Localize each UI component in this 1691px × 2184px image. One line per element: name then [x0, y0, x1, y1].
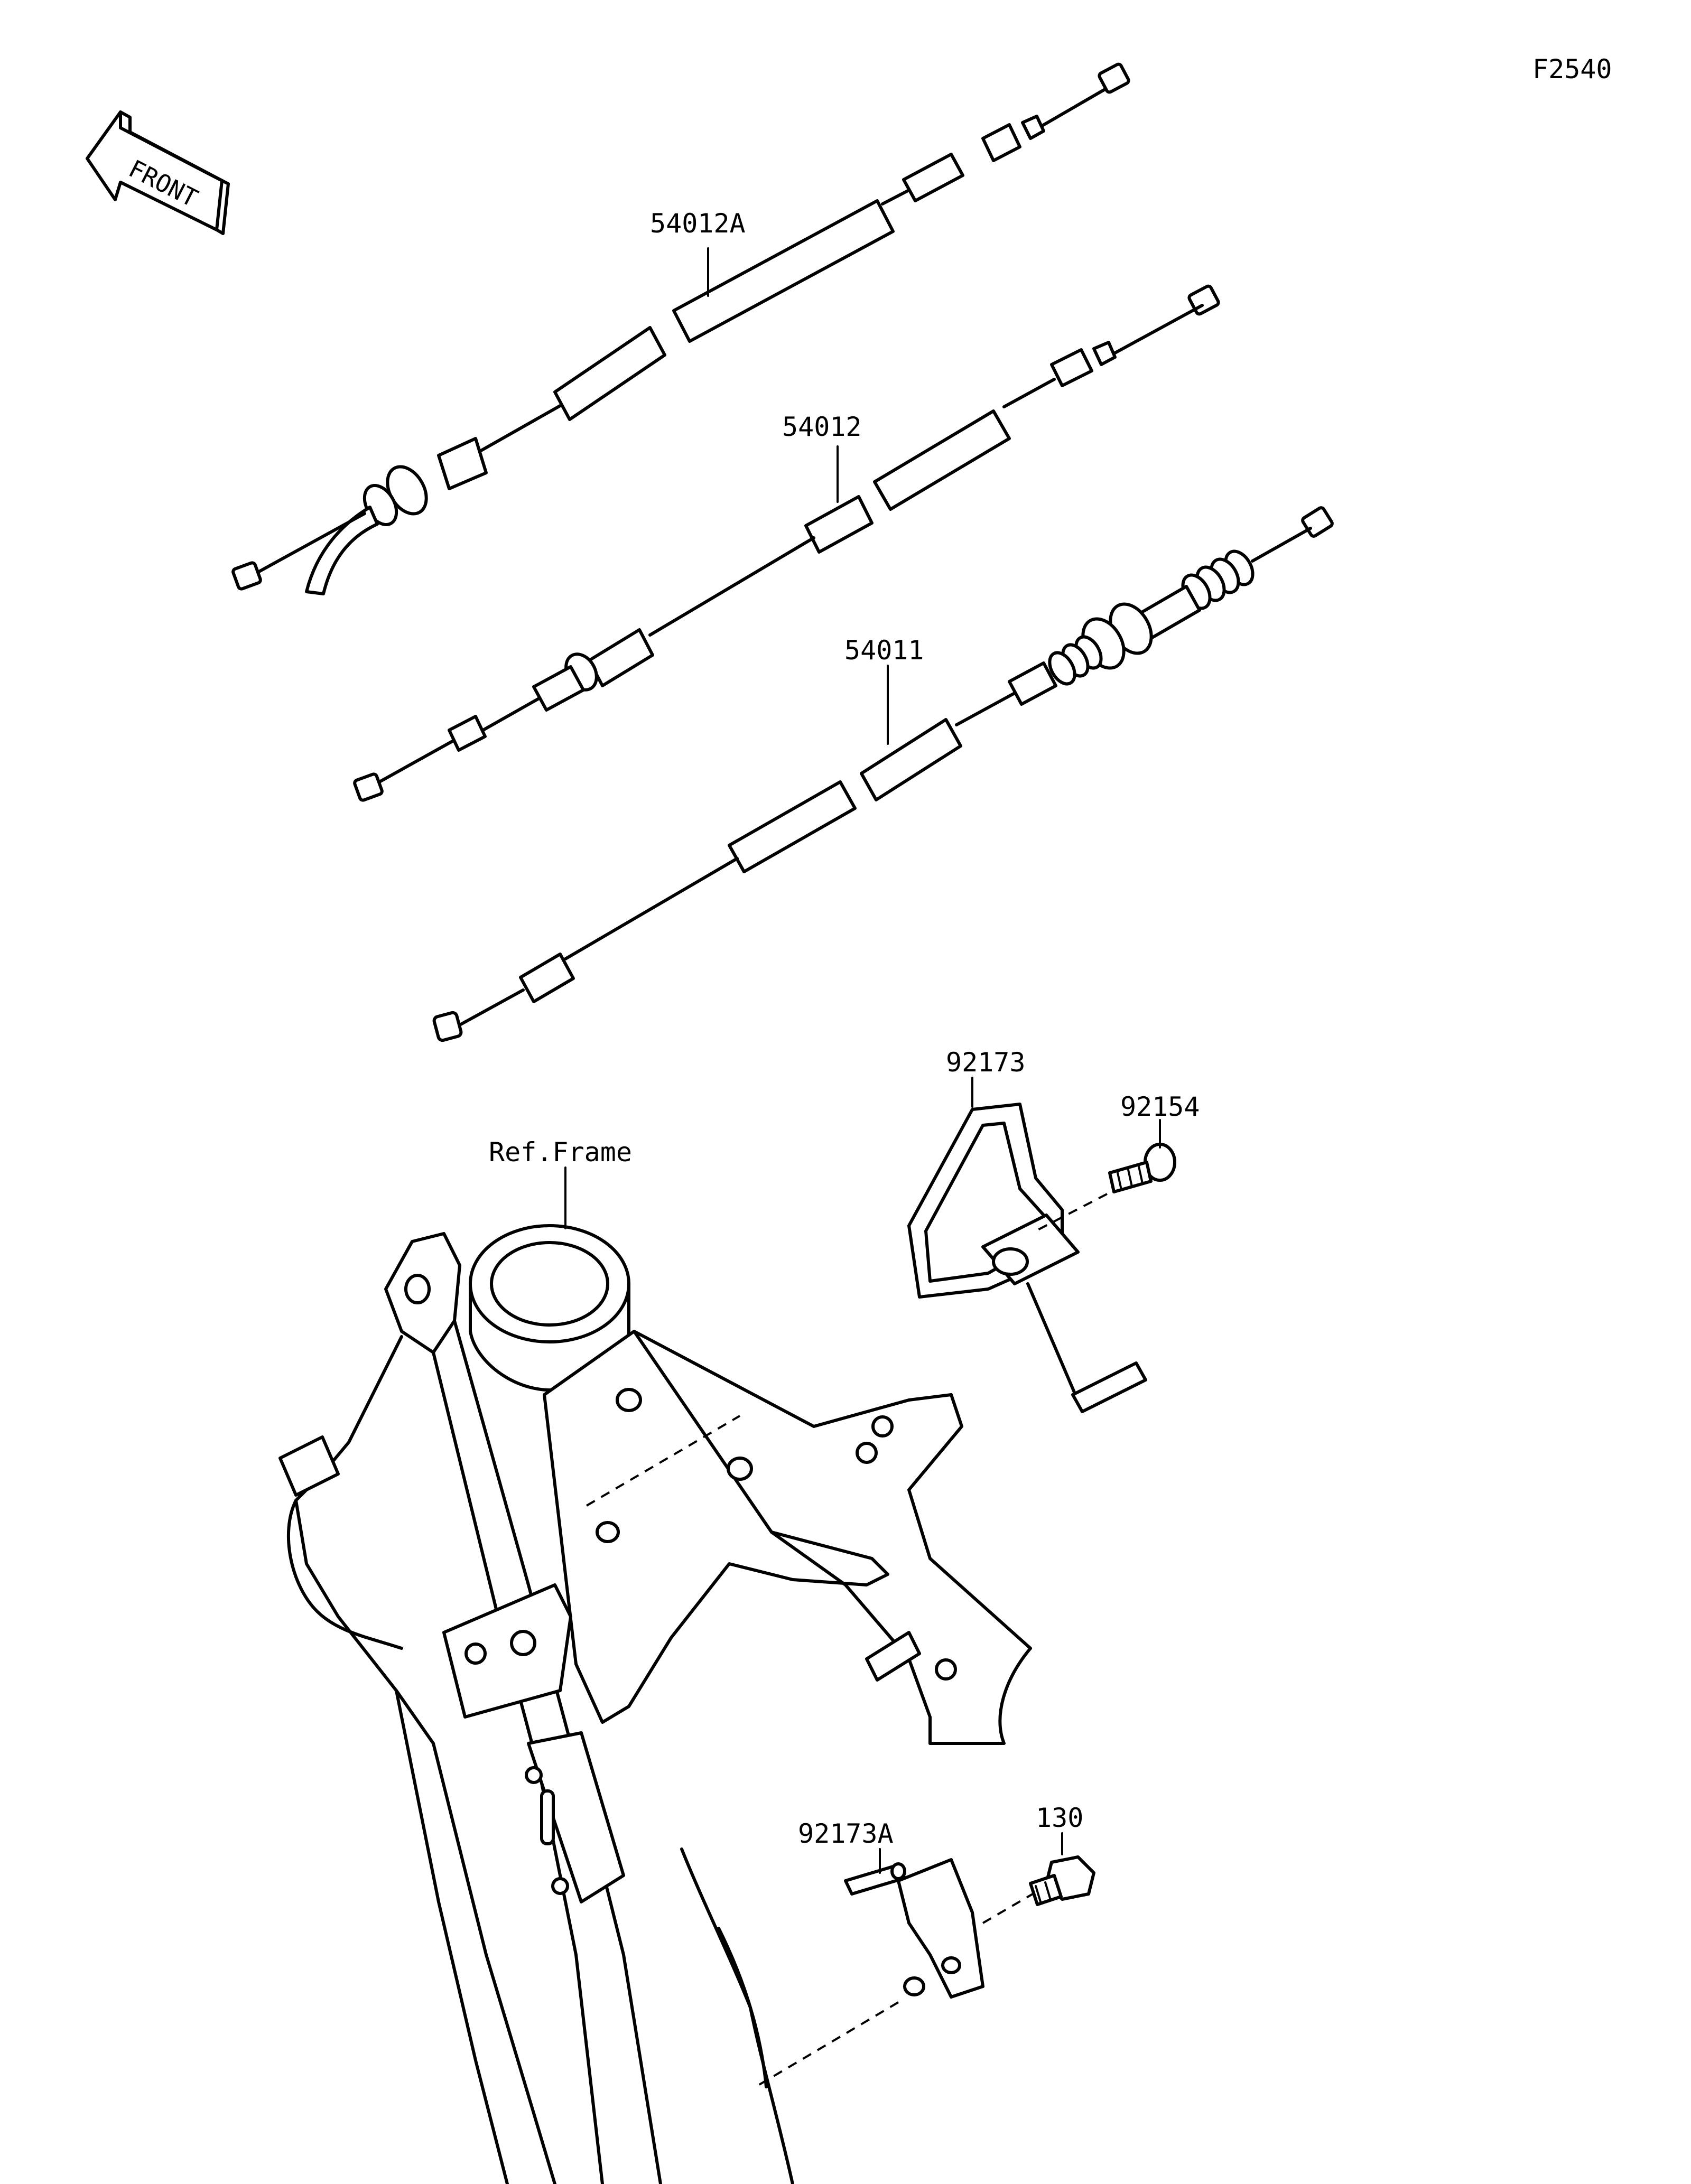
- label-130: 130: [1036, 1803, 1083, 1833]
- cable-54011[interactable]: [432, 506, 1334, 1042]
- label-92173: 92173: [946, 1047, 1026, 1078]
- label-54011: 54011: [844, 635, 924, 666]
- clamp-92173[interactable]: [907, 1077, 1147, 1413]
- label-ref-frame: Ref.Frame: [489, 1137, 632, 1168]
- bolt-130[interactable]: [1029, 1832, 1095, 1906]
- ref-frame: [278, 1166, 1032, 2184]
- cable-54012a[interactable]: [231, 62, 1130, 595]
- figure-code: F2540: [1532, 54, 1612, 85]
- cable-54012[interactable]: [353, 284, 1220, 802]
- label-54012a: 54012A: [650, 208, 746, 239]
- label-92154: 92154: [1120, 1091, 1200, 1122]
- clamp-92173a[interactable]: [755, 1848, 1047, 2088]
- screw-92154[interactable]: [1035, 1119, 1176, 1232]
- front-arrow-icon: FRONT: [86, 110, 230, 235]
- label-92173a: 92173A: [798, 1818, 894, 1849]
- label-54012: 54012: [782, 412, 862, 442]
